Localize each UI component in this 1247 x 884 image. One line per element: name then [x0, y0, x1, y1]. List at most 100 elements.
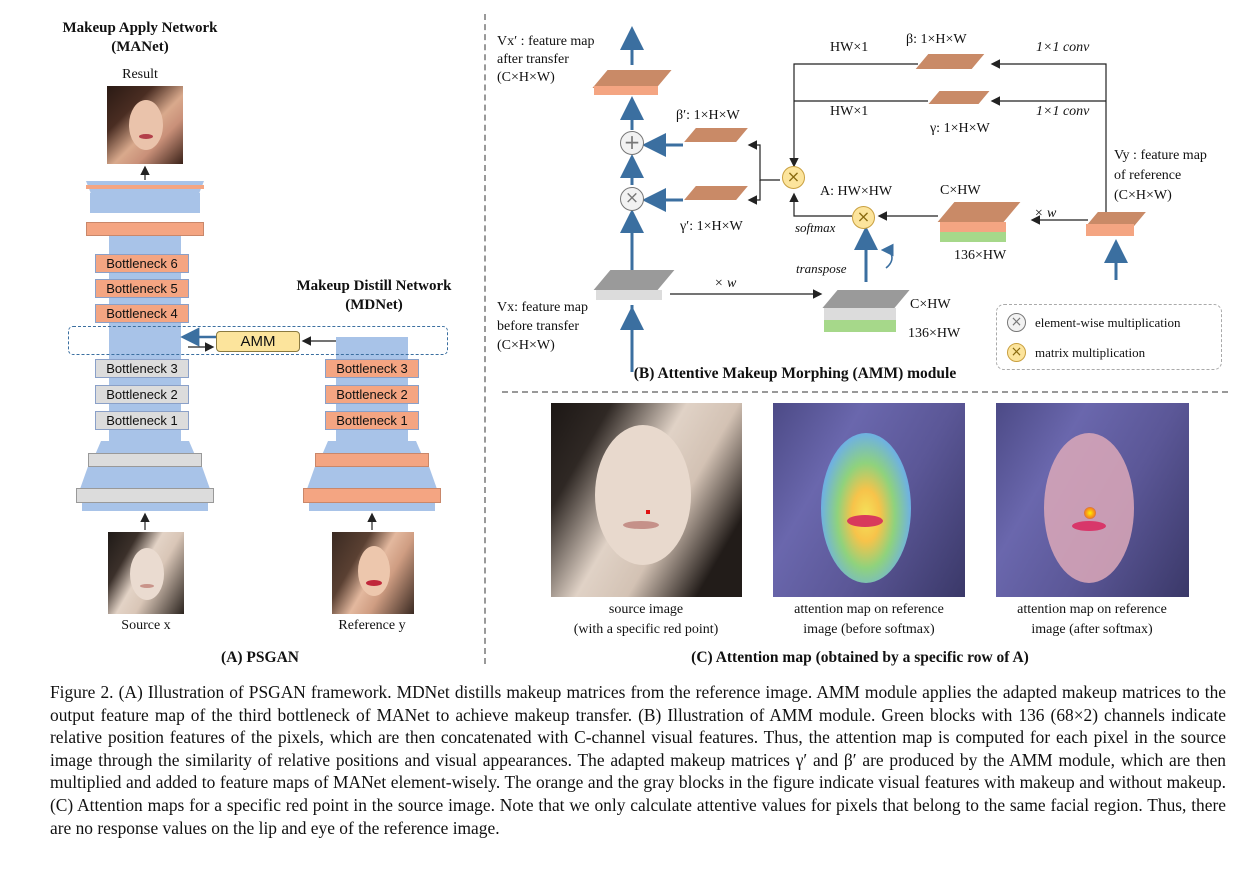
mdnet-title: Makeup Distill Network [296, 278, 452, 294]
img1-caption-2: (with a specific red point) [573, 622, 719, 637]
gamma-prime-label: γ′: 1×H×W [680, 219, 743, 234]
img2-caption-2: image (before softmax) [803, 622, 935, 637]
chw-top-orange [940, 222, 1006, 232]
chw-top-label: C×HW [940, 183, 981, 198]
source-label: Source x [121, 618, 171, 633]
manet-bottleneck-4: Bottleneck 4 [95, 304, 189, 323]
img3-caption-1: attention map on reference [1017, 602, 1167, 617]
mdnet-bottleneck-2: Bottleneck 2 [325, 385, 419, 404]
gamma-label: γ: 1×H×W [930, 121, 990, 136]
panel-a-label: (A) PSGAN [221, 649, 299, 666]
manet-encoder-5 [82, 503, 208, 511]
matrix-multiply-icon: × [782, 166, 805, 189]
panel-a-arrows [140, 165, 377, 530]
reference-label: Reference y [338, 618, 406, 633]
attention-before-softmax [773, 403, 965, 597]
conv-mid-label: 1×1 conv [1036, 104, 1090, 119]
beta-prime-label: β′: 1×H×W [676, 108, 740, 123]
a-matrix-label: A: HW×HW [820, 184, 893, 199]
img2-caption-1: attention map on reference [794, 602, 944, 617]
mdnet-encoder-5 [309, 503, 435, 511]
mdnet-bottleneck-1: Bottleneck 1 [325, 411, 419, 430]
panel-c-label: (C) Attention map (obtained by a specifi… [691, 649, 1029, 666]
amm-dashed-region [68, 326, 448, 355]
manet-bottleneck-2: Bottleneck 2 [95, 385, 189, 404]
manet-bottleneck-1: Bottleneck 1 [95, 411, 189, 430]
chw-bottom-cap [822, 290, 910, 308]
beta-label: β: 1×H×W [906, 32, 967, 47]
amm-box: AMM [216, 331, 300, 352]
elementwise-multiply-icon: × [620, 187, 644, 211]
mdnet-top [336, 337, 408, 359]
softmax-label: softmax [795, 220, 836, 235]
vy-label-2: of reference [1114, 168, 1182, 183]
mdnet-gap [336, 430, 408, 442]
panel-b-label: (B) Attentive Makeup Morphing (AMM) modu… [633, 365, 957, 382]
manet-bottleneck-6: Bottleneck 6 [95, 254, 189, 273]
manet-gap [109, 404, 181, 411]
img1-caption-1: source image [608, 602, 684, 617]
manet-upsample-2 [86, 222, 204, 236]
vx-label-1: Vx: feature map [497, 300, 588, 315]
vy-label-1: Vy : feature map [1114, 148, 1207, 163]
chw-bottom-gray [824, 308, 896, 320]
img3-caption-2: image (after softmax) [1031, 622, 1153, 637]
manet-upsample-body [90, 193, 200, 213]
legend: × element-wise multiplication × matrix m… [996, 304, 1222, 370]
hw1-top-label: HW×1 [830, 40, 869, 55]
vx-side [596, 290, 662, 300]
vy-label-3: (C×H×W) [1114, 188, 1172, 203]
matrix-multiply-a-icon: × [852, 206, 875, 229]
xw-left-label: × w [714, 276, 737, 291]
transpose-label: transpose [796, 261, 847, 276]
attention-after-softmax [996, 403, 1189, 597]
vy-side [1086, 224, 1134, 236]
result-label: Result [122, 67, 158, 82]
hw1-mid-label: HW×1 [830, 104, 869, 119]
divider-horizontal [502, 391, 1228, 393]
red-point [646, 510, 650, 514]
chw-bottom-label: C×HW [910, 297, 951, 312]
vx-prime-label-2: after transfer [497, 52, 569, 67]
mdnet-subtitle: (MDNet) [345, 297, 403, 313]
vx-prime-label-1: Vx′ : feature map [497, 34, 595, 49]
136hw-top-label: 136×HW [954, 248, 1007, 263]
legend-elementwise-label: element-wise multiplication [1035, 315, 1181, 330]
reference-photo [332, 532, 414, 614]
manet-gap [109, 298, 181, 304]
manet-gap [109, 378, 181, 385]
chw-top-green [940, 232, 1006, 242]
source-photo [108, 532, 184, 614]
mdnet-encoder-2 [315, 453, 429, 467]
mdnet-gap [336, 404, 408, 411]
xw-right-label: × w [1034, 206, 1057, 221]
mdnet-encoder-3 [307, 467, 437, 489]
elementwise-add-icon: + [620, 131, 644, 155]
mdnet-encoder-1 [322, 441, 422, 455]
manet-bottleneck-5: Bottleneck 5 [95, 279, 189, 298]
manet-subtitle: (MANet) [111, 39, 169, 55]
figure-caption: Figure 2. (A) Illustration of PSGAN fram… [50, 681, 1226, 839]
panel-b-graph [620, 26, 1128, 372]
vx-prime-label-3: (C×H×W) [497, 70, 555, 85]
mdnet-gap [336, 378, 408, 385]
legend-matrix-icon: × [1007, 343, 1026, 362]
manet-encoder-1 [95, 441, 195, 455]
mdnet-bottleneck-3: Bottleneck 3 [325, 359, 419, 378]
136hw-bottom-label: 136×HW [908, 326, 961, 341]
vx-prime-side [594, 86, 658, 95]
chw-bottom-green [824, 320, 896, 332]
result-photo [107, 86, 183, 164]
manet-encoder-4 [76, 488, 214, 503]
legend-elementwise-icon: × [1007, 313, 1026, 332]
manet-neck [109, 236, 181, 256]
vx-label-2: before transfer [497, 319, 580, 334]
manet-gap [109, 273, 181, 279]
manet-amm-region [109, 323, 181, 359]
figure-caption-text: Figure 2. (A) Illustration of PSGAN fram… [50, 682, 1226, 838]
manet-title: Makeup Apply Network [62, 20, 218, 36]
mdnet-encoder-4 [303, 488, 441, 503]
manet-upsample-1-feature [86, 185, 204, 189]
conv-top-label: 1×1 conv [1036, 40, 1090, 55]
manet-bottleneck-3: Bottleneck 3 [95, 359, 189, 378]
